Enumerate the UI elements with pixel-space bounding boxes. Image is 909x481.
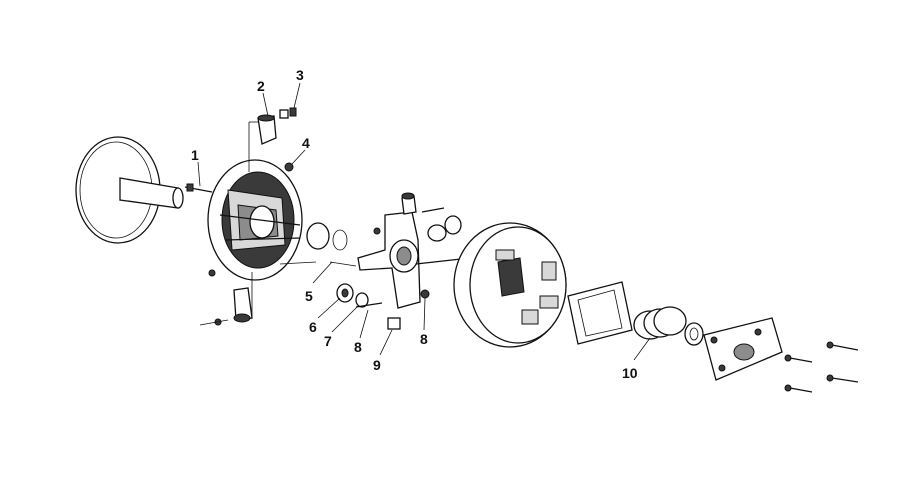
callout-4: 4: [302, 135, 310, 151]
callout-9: 9: [373, 357, 381, 373]
seal-ring: [684, 322, 704, 346]
callout-3: 3: [296, 67, 304, 83]
callout-5: 5: [305, 288, 313, 304]
spider-bracket: [329, 192, 471, 309]
roller-pair: [427, 215, 462, 242]
weight-arm-bottom: [199, 272, 253, 326]
bushing-part-3: [279, 107, 297, 119]
movable-sheave: [207, 159, 303, 281]
callout-10: 10: [622, 365, 638, 381]
callouts: 1 2 3 4 5 6 7 8 8 9 10: [191, 67, 638, 381]
clutch-cover: [453, 222, 567, 348]
back-plate: [703, 317, 783, 381]
callout-6: 6: [309, 319, 317, 335]
callout-7: 7: [324, 333, 332, 349]
washer-part-6: [336, 283, 354, 303]
spring-part-10: [633, 306, 687, 340]
plate-fasteners: [784, 341, 859, 393]
bearing-part-7: [355, 292, 369, 308]
callout-8a: 8: [354, 339, 362, 355]
bearing-ring: [279, 222, 348, 265]
bolt-part-1: [184, 183, 213, 193]
leader-lines: [197, 82, 651, 361]
callout-8b: 8: [420, 331, 428, 347]
callout-1: 1: [191, 147, 199, 163]
gasket-frame: [567, 281, 633, 345]
bushing-part-9: [387, 317, 401, 330]
fixed-sheave: [75, 136, 184, 244]
callout-2: 2: [257, 78, 265, 94]
weight-arm-top: [248, 114, 277, 172]
nut-part-4: [284, 162, 294, 172]
